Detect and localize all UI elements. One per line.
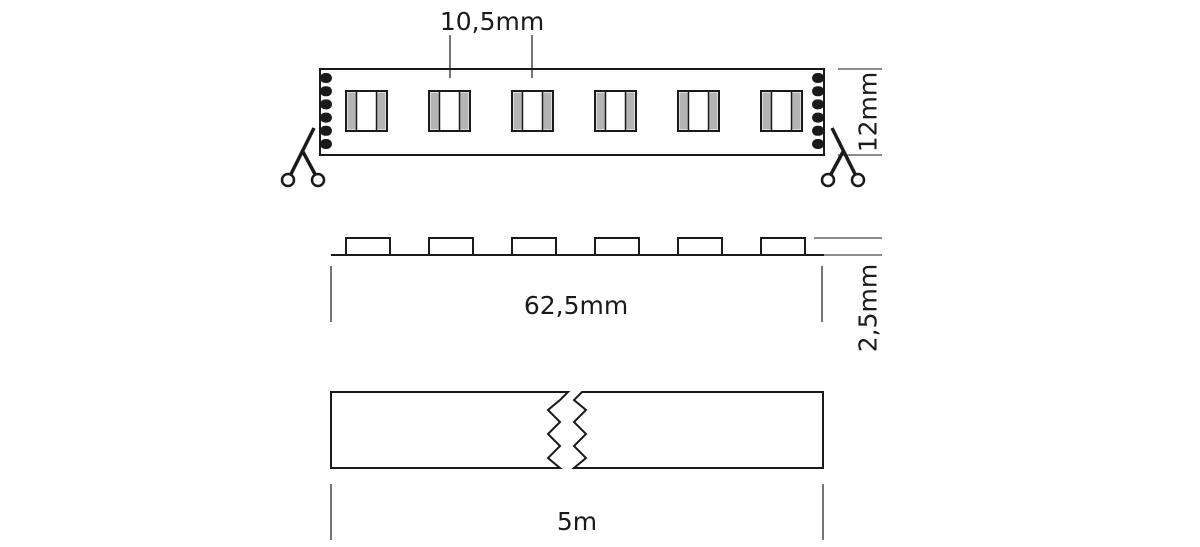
led-chip-top <box>511 90 554 132</box>
solder-pad <box>812 73 824 83</box>
solder-pad <box>812 139 824 149</box>
solder-pad <box>812 86 824 97</box>
led-chip-side <box>428 237 474 256</box>
led-chip-top <box>345 90 388 132</box>
top-view: 10,5mm 12mm <box>280 7 883 188</box>
solder-pad <box>320 73 332 83</box>
pitch-label: 10,5mm <box>440 7 544 36</box>
led-chip-side <box>677 237 723 256</box>
solder-pad <box>320 86 332 97</box>
solder-pad <box>320 125 332 136</box>
roll-view: 5m <box>330 391 824 540</box>
width-label: 12mm <box>854 72 883 153</box>
side-view: 2,5mm 62,5mm <box>330 237 883 352</box>
strip-top-outline <box>319 68 825 156</box>
led-chip-side <box>760 237 806 256</box>
segment-length-label: 62,5mm <box>524 291 628 320</box>
solder-pads-right <box>812 73 824 149</box>
solder-pad <box>812 112 824 123</box>
led-chip-top <box>594 90 637 132</box>
solder-pad <box>320 99 332 110</box>
roll-right-part <box>571 391 824 469</box>
solder-pads-left <box>320 73 332 149</box>
solder-pad <box>320 139 332 149</box>
led-chip-side <box>511 237 557 256</box>
height-label: 2,5mm <box>854 264 883 352</box>
led-chip-top <box>677 90 720 132</box>
led-chip-top <box>760 90 803 132</box>
solder-pad <box>812 99 824 110</box>
scissors-icon <box>820 127 866 188</box>
led-chip-side <box>345 237 391 256</box>
led-chip-top <box>428 90 471 132</box>
roll-left-part <box>330 391 571 469</box>
solder-pad <box>812 125 824 136</box>
side-led-group <box>345 237 806 256</box>
top-led-group <box>345 90 803 132</box>
led-chip-side <box>594 237 640 256</box>
scissors-icon <box>280 127 326 188</box>
total-length-label: 5m <box>557 507 597 536</box>
solder-pad <box>320 112 332 123</box>
